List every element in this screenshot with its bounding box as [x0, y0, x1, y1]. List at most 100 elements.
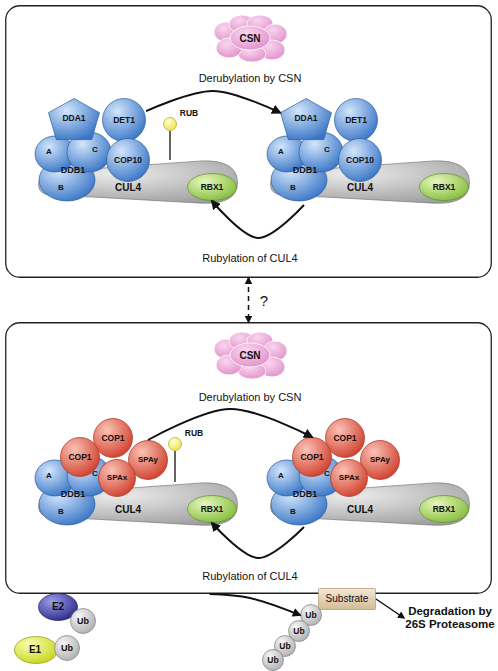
shape-part: [94, 419, 133, 458]
edge-label: Derubylation by CSN: [199, 73, 302, 84]
shape-part: [6, 6, 492, 278]
shape-part: [188, 174, 237, 201]
ubiquitin: Ub: [54, 635, 80, 661]
outcome-text: Degradation by 26S Proteasome: [404, 603, 496, 633]
node-label: CUL4: [347, 183, 373, 193]
node-label: A: [278, 472, 284, 480]
rub-modifier: RUB: [163, 117, 177, 131]
protein-subunit: COP1: [292, 437, 332, 477]
edge-label: Rubylation of CUL4: [202, 253, 297, 264]
node-label: B: [290, 508, 296, 516]
protein-subunit: DDA1: [48, 98, 100, 140]
shape-part: [319, 589, 376, 610]
node-label: CSN: [239, 351, 260, 361]
node-label: DDB1: [61, 166, 86, 175]
node-label: COP1: [300, 453, 323, 462]
shape-part: [71, 609, 96, 634]
node-label: Ub: [305, 611, 316, 620]
shape-outline: [163, 117, 177, 131]
csn-complex: CSN: [212, 14, 288, 62]
shape-part: [326, 419, 365, 458]
shape-part: [107, 139, 150, 182]
shape-part: [335, 99, 378, 142]
ubiquitin: Ub: [262, 649, 284, 671]
node-label: CUL4: [115, 505, 141, 515]
node-label: E1: [29, 645, 41, 655]
shape-part: [39, 161, 238, 203]
shape-part: [420, 174, 469, 201]
node-label: E2: [52, 602, 64, 612]
ring-protein: RBX1: [419, 495, 469, 523]
edge-label: Derubylation by CSN: [199, 392, 302, 403]
shape-part: [420, 496, 469, 523]
protein-subunit: SPAx: [98, 459, 136, 497]
shape-part: [55, 636, 80, 661]
node-label: DET1: [345, 116, 367, 125]
node-label: SPAx: [107, 474, 127, 482]
shape-part: [99, 460, 136, 497]
node-label: COP10: [346, 156, 374, 165]
node-label: SPAy: [370, 456, 390, 464]
protein-subunit: COP10: [338, 138, 382, 182]
shape-part: [230, 343, 270, 367]
rub-modifier: RUB: [168, 437, 182, 451]
reaction-arrow: [210, 594, 300, 615]
shape-part: [164, 118, 177, 131]
node-label: CUL4: [115, 183, 141, 193]
protein-subunit: DET1: [102, 98, 146, 142]
csn-complex: CSN: [212, 331, 288, 379]
panel-box: CSNDDA1DET1ACDDB1BCOP10RUBCUL4RBX1DDA1DE…: [5, 5, 492, 278]
edge-label: Rubylation of CUL4: [202, 571, 297, 582]
node-label: C: [92, 146, 98, 154]
node-label: Ub: [61, 644, 73, 653]
e1-enzyme: E1: [14, 636, 58, 664]
panel-box: CSNCOP1COP1SPAySPAxACDDB1BRUBCUL4RBX1COP…: [5, 322, 492, 594]
node-label: Ub: [293, 627, 304, 636]
shape-part: [6, 323, 492, 594]
shape-part: [263, 650, 284, 671]
node-label: Ub: [77, 617, 89, 626]
node-label: COP1: [68, 453, 91, 462]
node-label: DDB1: [61, 490, 86, 499]
node-label: COP10: [114, 156, 142, 165]
node-label: RUB: [180, 109, 198, 118]
node-label: SPAy: [138, 456, 158, 464]
node-label: B: [58, 508, 64, 516]
reaction-arrow: [248, 278, 250, 322]
shape-part: [281, 99, 332, 140]
node-label: A: [46, 472, 52, 480]
protein-subunit: DET1: [334, 98, 378, 142]
shape-part: [39, 483, 238, 525]
shape-part: [339, 139, 382, 182]
node-label: RBX1: [433, 183, 456, 192]
substrate-box: Substrate: [318, 588, 376, 610]
node-label: A: [46, 148, 52, 156]
node-label: Ub: [267, 656, 278, 665]
shape-part: [49, 99, 100, 140]
shape-part: [331, 460, 368, 497]
shape-part: [61, 438, 100, 477]
shape-part: [271, 483, 470, 525]
node-label: RBX1: [201, 505, 224, 514]
node-label: Degradation by 26S Proteasome: [404, 605, 496, 631]
edge-label: ?: [260, 293, 268, 308]
ubiquitin: Ub: [70, 608, 96, 634]
node-label: A: [278, 148, 284, 156]
protein-subunit: COP10: [106, 138, 150, 182]
shape-part: [188, 496, 237, 523]
shape-part: [169, 438, 182, 451]
node-label: RUB: [185, 429, 203, 438]
node-label: DET1: [113, 116, 135, 125]
node-label: CSN: [239, 34, 260, 44]
node-label: RBX1: [201, 183, 224, 192]
shape-part: [103, 99, 146, 142]
node-label: C: [324, 146, 330, 154]
shape-part: [230, 26, 270, 50]
node-label: DDA1: [294, 114, 317, 123]
node-label: RBX1: [433, 505, 456, 514]
protein-subunit: SPAx: [330, 459, 368, 497]
protein-subunit: DDA1: [280, 98, 332, 140]
ring-protein: RBX1: [187, 495, 237, 523]
node-label: COP1: [101, 434, 124, 443]
